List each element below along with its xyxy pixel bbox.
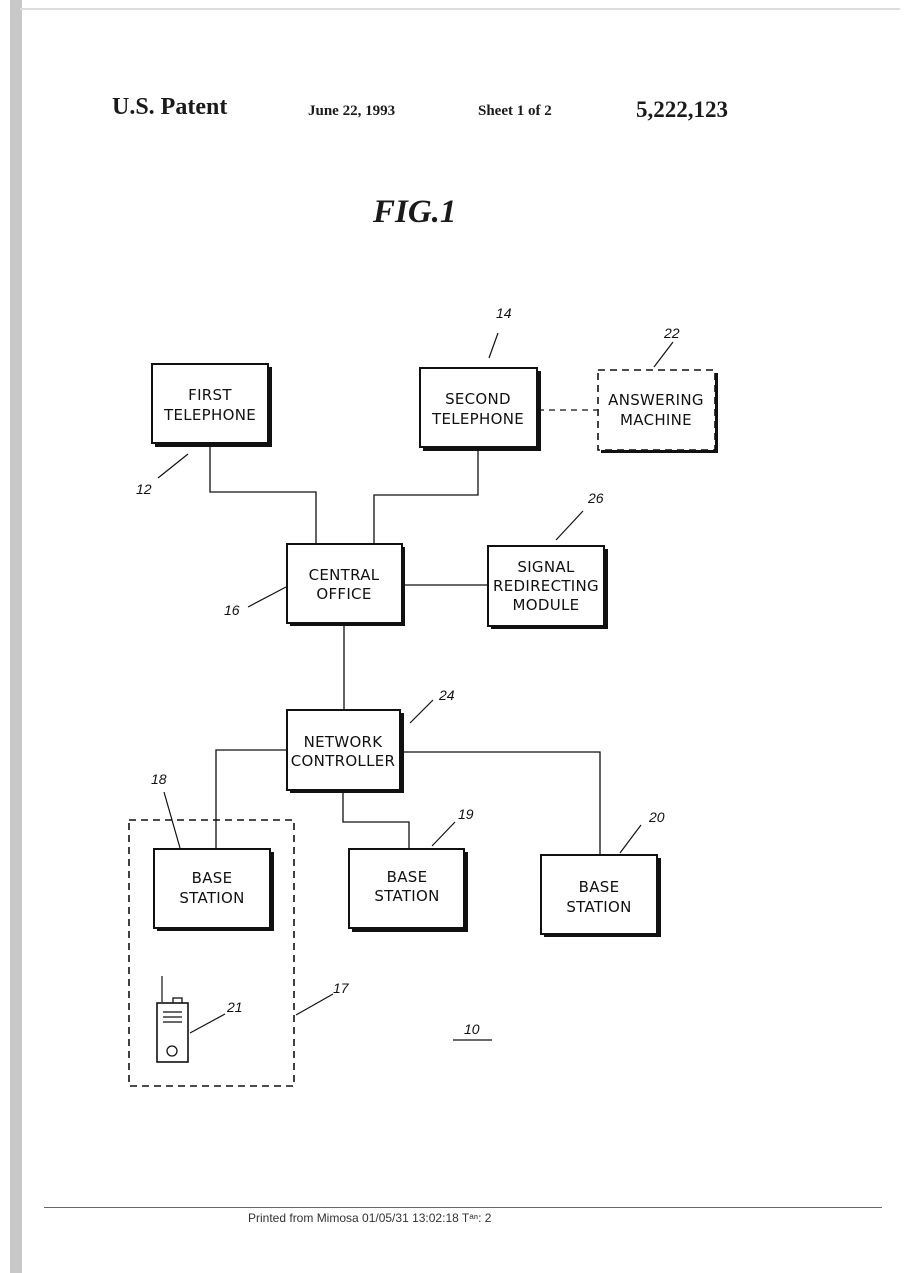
ref-18: 18 (151, 771, 167, 787)
base-station-19-line2: STATION (374, 887, 439, 905)
network-controller-line1: NETWORK (304, 733, 384, 751)
ref-10: 10 (464, 1021, 480, 1037)
second-telephone-block: SECOND TELEPHONE (420, 368, 541, 451)
first-telephone-block: FIRST TELEPHONE (152, 364, 272, 447)
first-telephone-line1: FIRST (188, 386, 232, 404)
first-telephone-line2: TELEPHONE (163, 406, 256, 424)
second-telephone-line2: TELEPHONE (431, 410, 524, 428)
answering-machine-block: ANSWERING MACHINE (598, 370, 718, 453)
signal-module-line1: SIGNAL (517, 558, 575, 576)
base-station-20-line2: STATION (566, 898, 631, 916)
ref-22: 22 (663, 325, 680, 341)
answering-machine-line1: ANSWERING (608, 391, 704, 409)
wire-controller-to-base-station-18 (216, 750, 287, 850)
network-controller-block: NETWORK CONTROLLER (287, 710, 404, 793)
central-office-line1: CENTRAL (309, 566, 380, 584)
base-station-19-line1: BASE (387, 868, 428, 886)
base-station-20-block: BASE STATION (541, 855, 661, 937)
footer-rule (44, 1207, 882, 1208)
base-station-18-line2: STATION (179, 889, 244, 907)
ref-17: 17 (333, 980, 350, 996)
signal-module-line3: MODULE (513, 596, 580, 614)
portable-handset-icon (157, 976, 188, 1062)
base-station-18-block: BASE STATION (154, 849, 274, 931)
ref-14: 14 (496, 305, 512, 321)
ref-19: 19 (458, 806, 474, 822)
signal-module-line2: REDIRECTING (493, 577, 599, 595)
answering-machine-line2: MACHINE (620, 411, 692, 429)
ref-16: 16 (224, 602, 240, 618)
wire-controller-to-base-station-20 (400, 752, 600, 855)
ref-21: 21 (226, 999, 243, 1015)
wire-first-telephone-to-central-office (210, 445, 316, 546)
ref-20: 20 (648, 809, 665, 825)
signal-redirecting-module-block: SIGNAL REDIRECTING MODULE (488, 546, 608, 629)
central-office-line2: OFFICE (316, 585, 371, 603)
wire-controller-to-base-station-19 (343, 791, 409, 850)
ref-12: 12 (136, 481, 152, 497)
base-station-20-line1: BASE (579, 878, 620, 896)
ref-24: 24 (438, 687, 455, 703)
wire-second-telephone-to-central-office (374, 448, 478, 546)
base-station-18-line1: BASE (192, 869, 233, 887)
print-footer: Printed from Mimosa 01/05/31 13:02:18 Tᵃ… (248, 1211, 491, 1225)
ref-26: 26 (587, 490, 604, 506)
second-telephone-line1: SECOND (445, 390, 511, 408)
connection-lines (210, 410, 600, 855)
base-station-19-block: BASE STATION (349, 849, 468, 932)
network-controller-line2: CONTROLLER (291, 752, 396, 770)
central-office-block: CENTRAL OFFICE (287, 544, 405, 626)
